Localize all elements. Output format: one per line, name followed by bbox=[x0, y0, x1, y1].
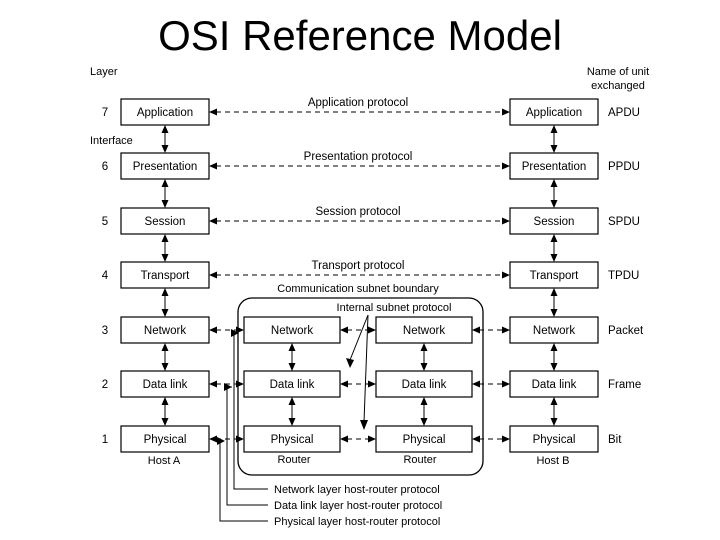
presentation-protocol-arrow bbox=[209, 162, 510, 170]
application-protocol-label: Application protocol bbox=[308, 97, 408, 109]
unit-transport: TPDU bbox=[608, 270, 639, 282]
router-router-physical-arrow bbox=[340, 435, 376, 443]
subnet-boundary-label: Communication subnet boundary bbox=[277, 283, 439, 295]
host-a-interface-3-2 bbox=[161, 343, 169, 371]
internal-protocol-pointers bbox=[346, 314, 369, 430]
vertical-interface-arrows bbox=[161, 125, 558, 426]
legend-network-host-router: Network layer host-router protocol bbox=[274, 484, 440, 496]
layer-number-4: 4 bbox=[102, 270, 109, 282]
layer-number-7: 7 bbox=[102, 107, 108, 119]
unit-network: Packet bbox=[608, 325, 644, 337]
host-b-interface-4-3 bbox=[550, 288, 558, 317]
router-1-network-box bbox=[243, 316, 341, 344]
host-a-interface-4-3 bbox=[161, 288, 169, 317]
host-b-application-label: Application bbox=[526, 107, 582, 119]
router-2-interface-2 bbox=[420, 397, 428, 426]
host-b-interface-2-1 bbox=[550, 397, 558, 426]
layer-rows: 7 Application Application APDU Application p… bbox=[102, 97, 644, 453]
host-a-router-network-arrow bbox=[209, 326, 244, 334]
router-1-data-link-label: Data link bbox=[270, 379, 315, 391]
router-host-b-data-link-arrow bbox=[472, 380, 510, 388]
page-title: OSI Reference Model bbox=[158, 12, 562, 59]
host-b-physical-box bbox=[509, 425, 599, 453]
host-b-presentation-label: Presentation bbox=[522, 161, 587, 173]
host-b-physical-label: Physical bbox=[533, 434, 576, 446]
host-a-presentation-label: Presentation bbox=[133, 161, 198, 173]
host-b-interface-6-5 bbox=[550, 179, 558, 208]
router-2-label: Router bbox=[403, 454, 436, 466]
host-a-data-link-box bbox=[120, 370, 210, 398]
unit-presentation: PPDU bbox=[608, 161, 640, 173]
host-b-interface-7-6 bbox=[550, 125, 558, 153]
transport-protocol-arrow bbox=[209, 271, 510, 279]
router-1-label: Router bbox=[277, 454, 310, 466]
host-a-data-link-label: Data link bbox=[143, 379, 188, 391]
session-protocol-label: Session protocol bbox=[315, 206, 400, 218]
host-b-label: Host B bbox=[536, 455, 569, 467]
unit-session: SPDU bbox=[608, 216, 640, 228]
layer-header: Layer bbox=[90, 66, 118, 78]
host-b-interface-3-2 bbox=[550, 343, 558, 371]
host-a-network-label: Network bbox=[144, 325, 186, 337]
unit-header-line1: Name of unit bbox=[587, 66, 649, 78]
layer-number-2: 2 bbox=[102, 379, 108, 391]
host-a-application-label: Application bbox=[137, 107, 193, 119]
host-a-transport-label: Transport bbox=[141, 270, 191, 282]
layer-number-1: 1 bbox=[102, 434, 108, 446]
router-1-physical-box bbox=[243, 425, 341, 453]
host-b-network-label: Network bbox=[533, 325, 575, 337]
host-b-transport-label: Transport bbox=[530, 270, 580, 282]
host-a-interface-6-5 bbox=[161, 179, 169, 208]
router-router-data-link-arrow bbox=[340, 380, 376, 388]
host-a-router-data-link-arrow bbox=[209, 380, 244, 388]
host-b-network-box bbox=[509, 316, 599, 344]
host-router-leaders bbox=[217, 329, 268, 522]
application-protocol-arrow bbox=[209, 108, 510, 116]
router-host-b-network-arrow bbox=[472, 326, 510, 334]
router-router-network-arrow bbox=[340, 326, 376, 334]
transport-protocol-label: Transport protocol bbox=[312, 260, 405, 272]
router-2-physical-label: Physical bbox=[403, 434, 446, 446]
router-1-network-label: Network bbox=[271, 325, 313, 337]
unit-physical: Bit bbox=[608, 434, 622, 446]
legend-physical-host-router: Physical layer host-router protocol bbox=[274, 516, 440, 528]
router-2-interface-3 bbox=[420, 343, 428, 371]
host-a-label: Host A bbox=[148, 455, 181, 467]
unit-application: APDU bbox=[608, 107, 640, 119]
legend-datalink-host-router: Data link layer host-router protocol bbox=[274, 500, 442, 512]
host-a-physical-label: Physical bbox=[144, 434, 187, 446]
router-1-physical-label: Physical bbox=[271, 434, 314, 446]
layer-number-5: 5 bbox=[102, 216, 108, 228]
router-host-b-physical-arrow bbox=[472, 435, 510, 443]
host-a-interface-5-4 bbox=[161, 234, 169, 262]
presentation-protocol-label: Presentation protocol bbox=[304, 151, 413, 163]
router-1-interface-3 bbox=[288, 343, 296, 371]
layer-number-3: 3 bbox=[102, 325, 108, 337]
host-b-interface-5-4 bbox=[550, 234, 558, 262]
host-a-application-box bbox=[120, 98, 210, 126]
interface-label: Interface bbox=[90, 135, 133, 147]
session-protocol-arrow bbox=[209, 217, 510, 225]
layer-number-6: 6 bbox=[102, 161, 108, 173]
router-2-data-link-box bbox=[375, 370, 473, 398]
host-b-data-link-label: Data link bbox=[532, 379, 577, 391]
router-2-network-label: Network bbox=[403, 325, 445, 337]
internal-subnet-protocol-label: Internal subnet protocol bbox=[337, 302, 452, 314]
unit-header-line2: exchanged bbox=[591, 80, 645, 92]
router-2-data-link-label: Data link bbox=[402, 379, 447, 391]
host-a-interface-7-6 bbox=[161, 125, 169, 153]
unit-data-link: Frame bbox=[608, 379, 641, 391]
host-a-interface-2-1 bbox=[161, 397, 169, 426]
host-a-session-label: Session bbox=[145, 216, 186, 228]
router-1-interface-2 bbox=[288, 397, 296, 426]
host-b-session-label: Session bbox=[534, 216, 575, 228]
